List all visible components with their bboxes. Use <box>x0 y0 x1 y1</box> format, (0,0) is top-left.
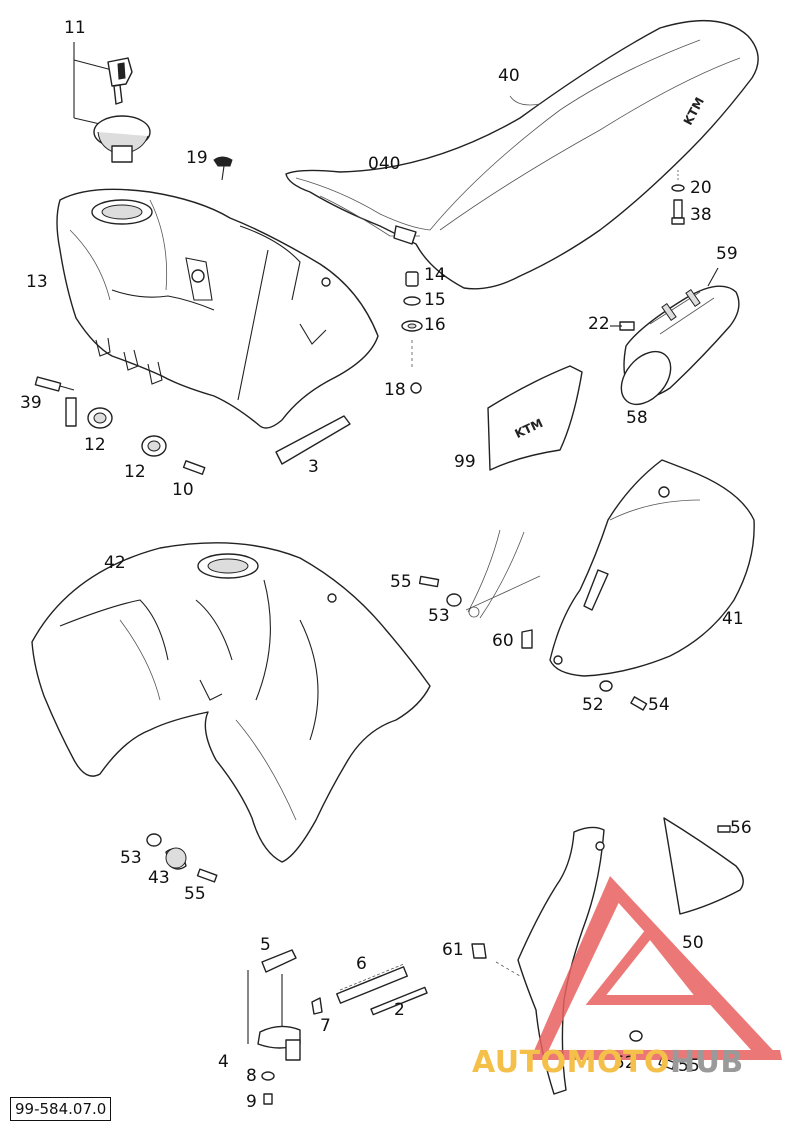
label-part-2: 2 <box>394 1000 405 1020</box>
label-part-10: 10 <box>172 480 194 500</box>
part-11-fuel-cap-and-key <box>73 42 151 163</box>
part-22-screw <box>610 321 635 331</box>
part-42-tank-lower <box>31 542 431 863</box>
label-part-22: 22 <box>588 314 610 334</box>
label-part-58: 58 <box>626 408 648 428</box>
part-40-seat: KTM <box>285 19 759 290</box>
label-part-59: 59 <box>716 244 738 264</box>
label-part-18: 18 <box>384 380 406 400</box>
label-part-20: 20 <box>690 178 712 198</box>
label-part-41: 41 <box>722 609 744 629</box>
fuel-tap-assembly <box>247 943 521 1105</box>
parts-52-54-upper <box>599 680 648 711</box>
watermark-triangle-logo <box>530 876 782 1060</box>
label-part-12-a: 12 <box>84 435 106 455</box>
parts-55-53-60 <box>418 529 541 649</box>
label-part-55-a: 55 <box>390 572 412 592</box>
label-part-42: 42 <box>104 553 126 573</box>
part-58-59-tool-bag <box>620 267 740 406</box>
diagram-reference-code: 99-584.07.0 <box>10 1097 112 1121</box>
label-part-52-a: 52 <box>582 695 604 715</box>
label-part-55-b: 55 <box>184 884 206 904</box>
label-part-99: 99 <box>454 452 476 472</box>
part-41-side-cover <box>549 459 755 677</box>
parts-53-43-55-lower <box>146 833 218 883</box>
label-part-6: 6 <box>356 954 367 974</box>
label-part-12-b: 12 <box>124 462 146 482</box>
label-part-38: 38 <box>690 205 712 225</box>
label-part-53-b: 53 <box>120 848 142 868</box>
label-part-040: 040 <box>368 154 401 174</box>
label-part-56: 56 <box>730 818 752 838</box>
label-part-13: 13 <box>26 272 48 292</box>
parts-14-15-16-18-fasteners <box>401 271 423 394</box>
label-part-40: 40 <box>498 66 520 86</box>
label-part-4: 4 <box>218 1052 229 1072</box>
watermark-text: AUTOMOTOHUB <box>472 1045 744 1080</box>
part-13-fuel-tank <box>56 188 379 429</box>
label-part-3: 3 <box>308 457 319 477</box>
label-part-55-c: 55 <box>678 1056 700 1076</box>
part-20-38-washer-bolt <box>671 170 685 225</box>
label-part-19: 19 <box>186 148 208 168</box>
label-part-43: 43 <box>148 868 170 888</box>
label-part-7: 7 <box>320 1016 331 1036</box>
part-50-rear-fender <box>517 817 744 1095</box>
label-part-16: 16 <box>424 315 446 335</box>
label-part-61: 61 <box>442 940 464 960</box>
label-part-8: 8 <box>246 1066 257 1086</box>
parts-39-12-10-3 <box>34 376 351 475</box>
label-part-15: 15 <box>424 290 446 310</box>
label-part-9: 9 <box>246 1092 257 1112</box>
label-part-52-b: 52 <box>614 1053 636 1073</box>
label-part-14: 14 <box>424 265 446 285</box>
label-part-53-a: 53 <box>428 606 450 626</box>
label-part-54: 54 <box>648 695 670 715</box>
part-19-clip <box>213 156 233 181</box>
label-part-60: 60 <box>492 631 514 651</box>
part-99-decal: KTM <box>487 365 583 471</box>
label-part-11: 11 <box>64 18 86 38</box>
label-part-5: 5 <box>260 935 271 955</box>
label-part-50: 50 <box>682 933 704 953</box>
label-part-39: 39 <box>20 393 42 413</box>
